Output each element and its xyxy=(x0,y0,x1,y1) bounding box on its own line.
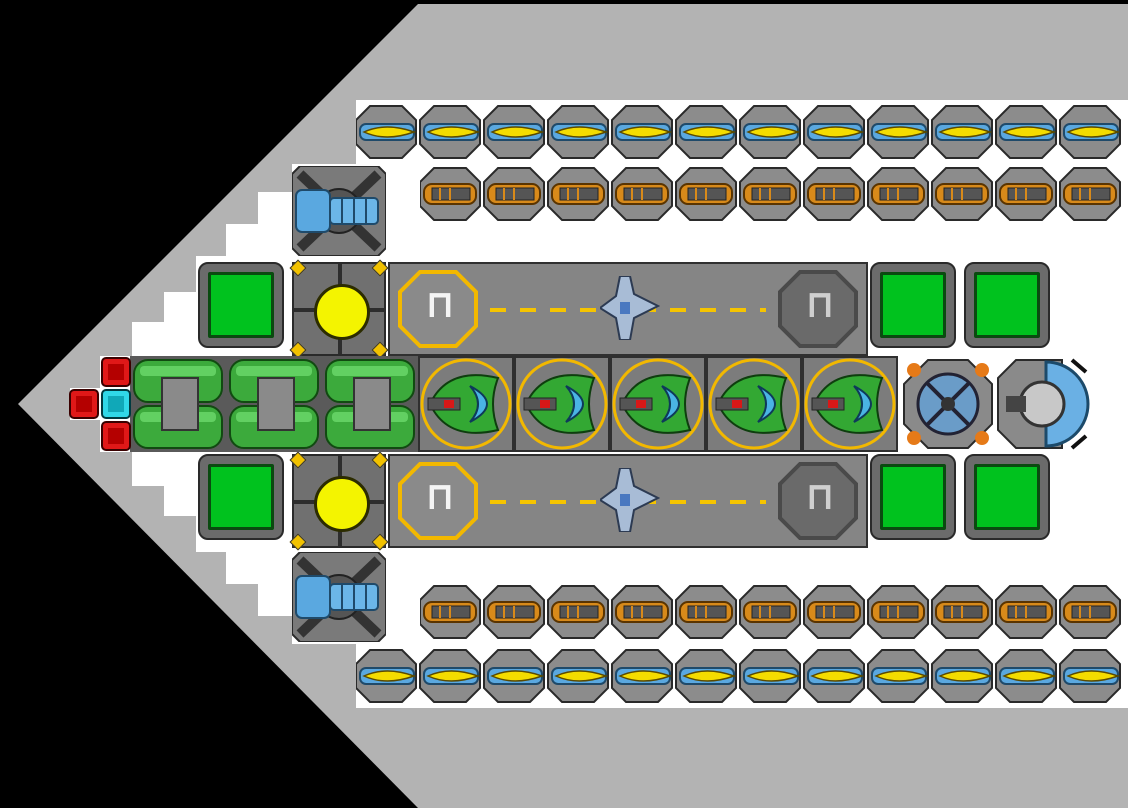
cannon-turret-icon xyxy=(803,585,865,639)
cannon-turret-icon xyxy=(483,167,545,221)
rocket-turret-icon xyxy=(611,105,673,159)
rocket-turret-icon xyxy=(867,649,929,703)
cannon-turret-icon xyxy=(867,167,929,221)
cannon-turret-icon xyxy=(867,585,929,639)
cannon-turret-icon xyxy=(420,585,481,639)
rocket-turret-icon xyxy=(483,649,545,703)
cargo-icon xyxy=(870,262,956,348)
cannon-turret-icon xyxy=(420,167,481,221)
cannon-turret-icon xyxy=(1059,167,1121,221)
rocket-turret-icon xyxy=(675,649,737,703)
rocket-turret-icon xyxy=(1059,649,1121,703)
fighter-icon xyxy=(706,356,802,452)
rocket-turret-icon xyxy=(995,649,1057,703)
fighter-icon xyxy=(418,356,514,452)
rocket-turret-icon xyxy=(1059,105,1121,159)
rocket-turret-icon xyxy=(611,649,673,703)
cannon-turret-icon xyxy=(675,585,737,639)
cannon-turret-icon xyxy=(739,585,801,639)
hangar-pad-left: ⊓ xyxy=(428,282,452,326)
engine-tanks xyxy=(130,356,422,452)
rocket-turret-icon xyxy=(995,105,1057,159)
rocket-turret-icon xyxy=(867,105,929,159)
cargo-icon xyxy=(964,262,1050,348)
rocket-turret-icon xyxy=(803,649,865,703)
fighter-icon xyxy=(600,468,660,532)
rocket-turret-icon xyxy=(356,649,417,703)
fighter-icon xyxy=(610,356,706,452)
rocket-turret-icon xyxy=(356,105,417,159)
cannon-turret-row-bottom xyxy=(420,585,1121,639)
hangar-icon: ⊓ ⊓ xyxy=(388,454,868,548)
cannon-turret-icon xyxy=(611,585,673,639)
reactor-icon xyxy=(289,451,389,551)
cannon-turret-icon xyxy=(995,585,1057,639)
rocket-turret-row-bottom xyxy=(356,649,1121,703)
rocket-turret-icon xyxy=(739,105,801,159)
small-thruster-icon xyxy=(69,357,131,451)
hangar-pad-left: ⊓ xyxy=(428,474,452,518)
rocket-turret-icon xyxy=(547,105,609,159)
fighter-module-row xyxy=(418,356,898,452)
cannon-turret-icon xyxy=(547,585,609,639)
cannon-turret-icon xyxy=(483,585,545,639)
bridge-icon xyxy=(997,358,1090,450)
rocket-turret-icon xyxy=(547,649,609,703)
rocket-turret-icon xyxy=(675,105,737,159)
cargo-icon xyxy=(870,454,956,540)
rocket-turret-icon xyxy=(419,105,481,159)
cannon-turret-icon xyxy=(803,167,865,221)
cannon-turret-icon xyxy=(675,167,737,221)
cannon-turret-row-top xyxy=(420,167,1121,221)
cannon-turret-icon xyxy=(1059,585,1121,639)
reactor-icon xyxy=(289,259,389,359)
cannon-turret-icon xyxy=(931,167,993,221)
rocket-turret-icon xyxy=(739,649,801,703)
rocket-turret-icon xyxy=(931,649,993,703)
rocket-turret-icon xyxy=(931,105,993,159)
hangar-icon: ⊓ ⊓ xyxy=(388,262,868,356)
rocket-turret-icon xyxy=(419,649,481,703)
fighter-icon xyxy=(600,276,660,340)
cannon-turret-icon xyxy=(547,167,609,221)
cargo-icon xyxy=(964,454,1050,540)
fighter-icon xyxy=(802,356,898,452)
rocket-turret-row-top xyxy=(356,105,1121,159)
cargo-icon xyxy=(198,262,284,348)
hangar-pad-right: ⊓ xyxy=(808,474,832,518)
shield-icon xyxy=(903,359,993,449)
thruster-icon xyxy=(292,552,386,642)
hangar-pad-right: ⊓ xyxy=(808,282,832,326)
cannon-turret-icon xyxy=(739,167,801,221)
cannon-turret-icon xyxy=(995,167,1057,221)
cannon-turret-icon xyxy=(611,167,673,221)
cargo-icon xyxy=(198,454,284,540)
fighter-icon xyxy=(514,356,610,452)
thruster-icon xyxy=(292,166,386,256)
rocket-turret-icon xyxy=(803,105,865,159)
rocket-turret-icon xyxy=(483,105,545,159)
cannon-turret-icon xyxy=(931,585,993,639)
